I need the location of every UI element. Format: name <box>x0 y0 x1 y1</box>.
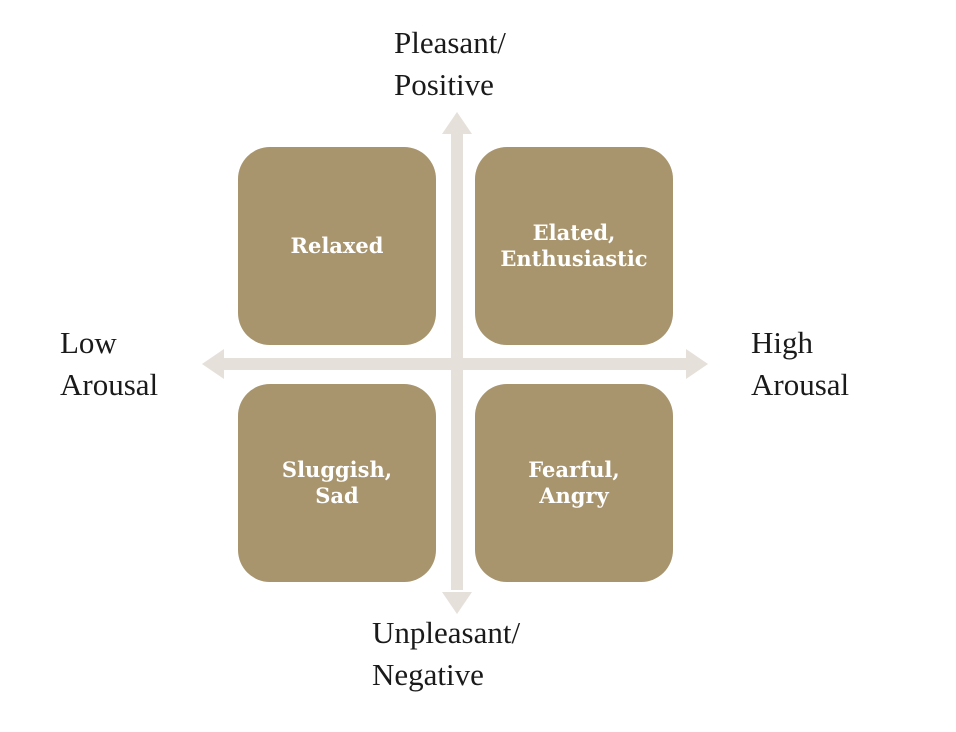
axis-label-low-arousal: Low Arousal <box>60 325 159 402</box>
arrowhead-down <box>442 592 472 614</box>
quadrant-elated-enthusiastic: Elated, Enthusiastic <box>475 147 673 345</box>
axis-label-high-arousal: High Arousal <box>751 325 850 402</box>
quadrant-sluggish-sad: Sluggish, Sad <box>238 384 436 582</box>
quadrant-relaxed: Relaxed <box>238 147 436 345</box>
arrowhead-right <box>686 349 708 379</box>
axis-label-pleasant-positive: Pleasant/ Positive <box>394 25 506 102</box>
axis-label-unpleasant-negative: Unpleasant/ Negative <box>372 615 521 692</box>
arrowhead-left <box>202 349 224 379</box>
arrowhead-up <box>442 112 472 134</box>
horizontal-axis-shaft <box>222 358 688 370</box>
quadrant-fearful-angry: Fearful, Angry <box>475 384 673 582</box>
